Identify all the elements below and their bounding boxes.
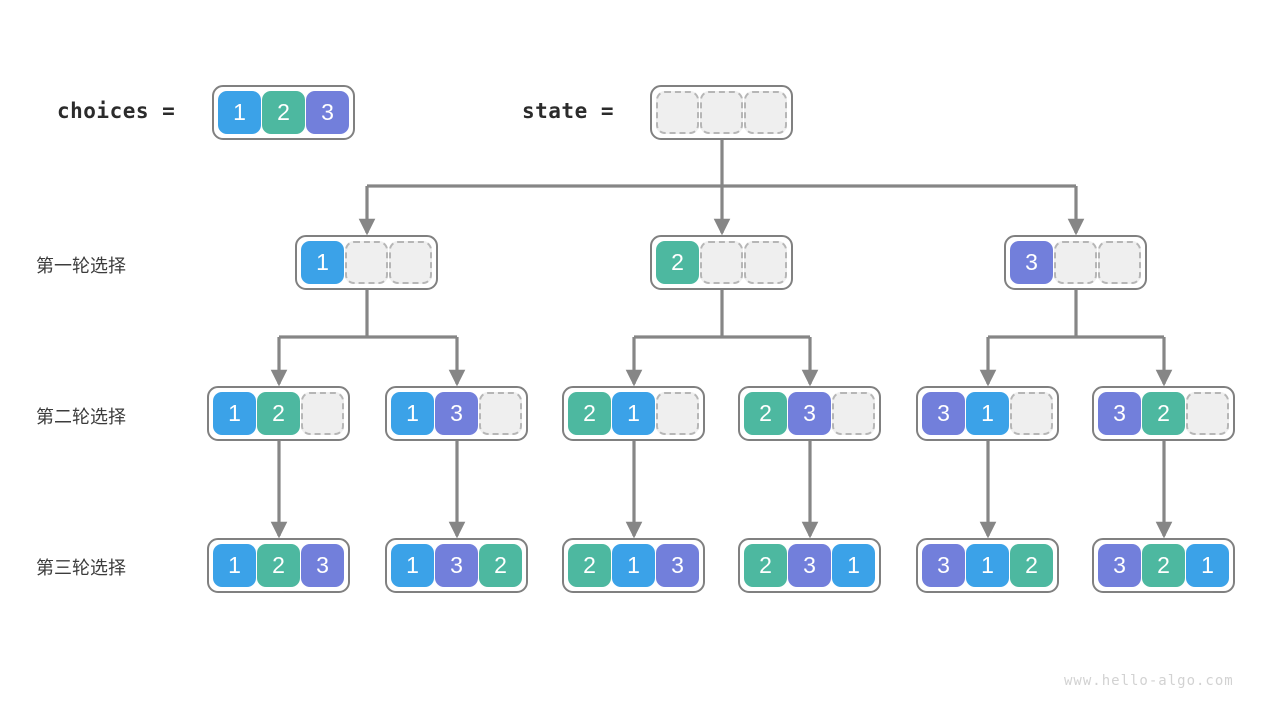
round2-node-3-cell-2: 1 — [612, 392, 655, 435]
round2-node-2-cell-3 — [479, 392, 522, 435]
choices-cell-1: 1 — [218, 91, 261, 134]
round1-node-1-cell-1: 1 — [301, 241, 344, 284]
round2-node-4-cell-3 — [832, 392, 875, 435]
state-cell-1 — [656, 91, 699, 134]
round3-node-4-cell-2: 3 — [788, 544, 831, 587]
round1-node-1-cell-2 — [345, 241, 388, 284]
round3-node-2-cell-3: 2 — [479, 544, 522, 587]
round1-node-3-cell-3 — [1098, 241, 1141, 284]
round3-node-6-cell-3: 1 — [1186, 544, 1229, 587]
round1-node-2: 2 — [650, 235, 793, 290]
round2-node-1-cell-3 — [301, 392, 344, 435]
round2-node-6-cell-2: 2 — [1142, 392, 1185, 435]
round3-node-5-cell-1: 3 — [922, 544, 965, 587]
round3-node-6-cell-2: 2 — [1142, 544, 1185, 587]
watermark: www.hello-algo.com — [1064, 673, 1234, 689]
round3-node-6-cell-1: 3 — [1098, 544, 1141, 587]
round3-node-4-cell-3: 1 — [832, 544, 875, 587]
round1-node-3: 3 — [1004, 235, 1147, 290]
round2-node-3-cell-1: 2 — [568, 392, 611, 435]
round2-node-6-cell-1: 3 — [1098, 392, 1141, 435]
round3-node-3-cell-1: 2 — [568, 544, 611, 587]
round3-node-2-cell-1: 1 — [391, 544, 434, 587]
state-label: state = — [522, 99, 615, 123]
choices-label: choices = — [57, 99, 176, 123]
choices-cell-3: 3 — [306, 91, 349, 134]
round2-node-1-cell-2: 2 — [257, 392, 300, 435]
round2-node-2-cell-1: 1 — [391, 392, 434, 435]
round3-node-5-cell-3: 2 — [1010, 544, 1053, 587]
round3-node-4-cell-1: 2 — [744, 544, 787, 587]
round2-node-5-cell-2: 1 — [966, 392, 1009, 435]
round3-node-2-cell-2: 3 — [435, 544, 478, 587]
state-array — [650, 85, 793, 140]
round3-node-1-cell-3: 3 — [301, 544, 344, 587]
round2-node-6-cell-3 — [1186, 392, 1229, 435]
round2-node-1-cell-1: 1 — [213, 392, 256, 435]
round1-node-1-cell-3 — [389, 241, 432, 284]
round3-node-3-cell-3: 3 — [656, 544, 699, 587]
choices-cell-2: 2 — [262, 91, 305, 134]
row-label-round-3: 第三轮选择 — [36, 558, 126, 578]
round1-node-2-cell-3 — [744, 241, 787, 284]
state-cell-3 — [744, 91, 787, 134]
round1-node-2-cell-1: 2 — [656, 241, 699, 284]
round3-node-1-cell-1: 1 — [213, 544, 256, 587]
round1-node-3-cell-1: 3 — [1010, 241, 1053, 284]
round2-node-4-cell-1: 2 — [744, 392, 787, 435]
round3-node-5-cell-2: 1 — [966, 544, 1009, 587]
round2-node-5-cell-1: 3 — [922, 392, 965, 435]
round2-node-4-cell-2: 3 — [788, 392, 831, 435]
round2-node-5-cell-3 — [1010, 392, 1053, 435]
round1-node-1: 1 — [295, 235, 438, 290]
round3-node-3-cell-2: 1 — [612, 544, 655, 587]
round3-node-1-cell-2: 2 — [257, 544, 300, 587]
round2-node-2-cell-2: 3 — [435, 392, 478, 435]
round1-node-2-cell-2 — [700, 241, 743, 284]
row-label-round-2: 第二轮选择 — [36, 407, 126, 427]
state-cell-2 — [700, 91, 743, 134]
row-label-round-1: 第一轮选择 — [36, 256, 126, 276]
round1-node-3-cell-2 — [1054, 241, 1097, 284]
round2-node-3-cell-3 — [656, 392, 699, 435]
